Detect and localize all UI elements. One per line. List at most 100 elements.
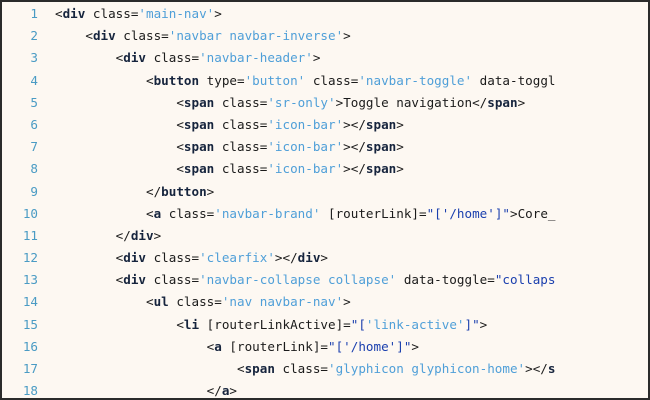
code-indent	[55, 184, 146, 199]
code-line[interactable]: <div class='main-nav'>	[55, 3, 648, 25]
code-token-attr: data-toggle=	[396, 272, 495, 288]
line-number: 16	[22, 338, 38, 354]
code-token-attr: class=	[161, 205, 215, 221]
code-content-area[interactable]: <div class='main-nav'> <div class='navba…	[46, 3, 648, 399]
code-token-attr: class=	[146, 250, 200, 266]
code-token-punct: >	[320, 250, 329, 266]
code-token-punct: <	[115, 250, 124, 266]
line-number: 8	[30, 161, 38, 177]
line-number: 17	[22, 361, 38, 376]
code-token-punct: ></	[343, 161, 366, 177]
code-line[interactable]: </a>	[55, 380, 648, 399]
line-number: 9	[30, 183, 38, 199]
code-indent	[55, 28, 85, 43]
code-token-str1: 'main-nav'	[138, 6, 215, 21]
code-line[interactable]: <div class='navbar-collapse collapse' da…	[55, 269, 648, 291]
code-indent	[55, 317, 176, 332]
code-token-str1: 'navbar-collapse collapse'	[199, 272, 397, 288]
line-number: 12	[22, 250, 38, 266]
code-line[interactable]: </button>	[55, 181, 648, 203]
code-indent	[55, 339, 207, 354]
line-number: 2	[30, 28, 38, 44]
code-token-str1: 'glyphicon glyphicon-home'	[328, 361, 526, 376]
code-line[interactable]: </div>	[55, 225, 648, 247]
code-line[interactable]: <a class='navbar-brand' [routerLink]="['…	[55, 203, 648, 225]
code-token-attr: class=	[274, 361, 329, 376]
code-token-str2: "collaps	[494, 272, 556, 288]
code-token-punct: <	[146, 205, 154, 221]
code-indent	[55, 95, 176, 110]
code-token-punct: >	[153, 227, 162, 243]
code-token-punct: </	[146, 183, 162, 199]
code-line[interactable]: <ul class='nav navbar-nav'>	[55, 291, 648, 313]
code-indent	[55, 73, 146, 88]
code-token-tag: span	[365, 116, 397, 132]
code-token-punct: <	[176, 316, 184, 332]
code-line[interactable]: <span class='icon-bar'></span>	[55, 136, 648, 158]
code-indent	[55, 139, 176, 154]
code-token-tag: li	[183, 316, 200, 332]
code-token-punct: <	[146, 72, 154, 88]
code-token-tag: span	[244, 361, 275, 376]
code-line[interactable]: <div class='navbar navbar-inverse'>	[55, 25, 648, 47]
code-indent	[55, 50, 116, 65]
code-token-text: Toggle navigation	[343, 94, 473, 110]
code-token-punct: </	[472, 94, 488, 110]
code-token-punct: <	[176, 139, 184, 155]
code-indent	[55, 383, 207, 398]
code-line[interactable]: <span class='sr-only'>Toggle navigation<…	[55, 92, 648, 114]
code-indent	[55, 250, 116, 265]
code-token-tag: button	[153, 72, 200, 88]
code-token-punct: >	[517, 94, 526, 110]
code-token-tag: ul	[153, 294, 169, 310]
code-indent	[55, 294, 146, 309]
line-number: 18	[22, 383, 38, 399]
line-number: 14	[22, 294, 38, 310]
code-line[interactable]: <a [routerLink]="['/home']">	[55, 336, 648, 358]
code-line[interactable]: <div class='navbar-header'>	[55, 47, 648, 69]
code-line[interactable]: <span class='icon-bar'></span>	[55, 114, 648, 136]
code-token-punct: >	[335, 94, 344, 110]
code-token-tag: span	[183, 94, 215, 110]
code-line[interactable]: <span class='glyphicon glyphicon-home'><…	[55, 358, 648, 380]
code-token-tag: div	[123, 250, 147, 266]
code-token-str1: 'sr-only'	[267, 94, 336, 110]
code-token-punct: >	[206, 183, 215, 199]
code-token-punct: >	[343, 294, 351, 310]
code-token-attr: [routerLink]=	[320, 205, 427, 221]
code-token-str1: 'navbar-header'	[199, 50, 313, 66]
code-token-attr: class=	[115, 28, 169, 44]
line-number: 10	[22, 205, 38, 221]
line-number: 15	[22, 316, 38, 332]
code-line[interactable]: <div class='clearfix'></div>	[55, 247, 648, 269]
code-line[interactable]: <button type='button' class='navbar-togg…	[55, 70, 648, 92]
line-number: 11	[22, 227, 38, 243]
code-token-str1: 'button'	[244, 72, 306, 88]
code-line[interactable]: <li [routerLinkActive]="['link-active']"…	[55, 314, 648, 336]
code-indent	[55, 206, 146, 221]
code-line[interactable]: <span class='icon-bar'></span>	[55, 158, 648, 180]
code-token-punct: >	[479, 316, 488, 332]
code-token-punct: <	[115, 272, 124, 288]
code-token-tag: div	[62, 6, 86, 21]
code-token-str1: 'navbar navbar-inverse'	[168, 28, 344, 44]
code-token-str1: 'icon-bar'	[267, 116, 344, 132]
code-token-punct: >	[509, 205, 518, 221]
code-token-punct: ></	[274, 250, 298, 266]
code-token-punct: <	[146, 294, 154, 310]
code-token-tag: a	[221, 383, 230, 399]
line-number: 13	[22, 272, 38, 288]
code-token-tag: div	[130, 227, 154, 243]
code-token-tag: span	[183, 139, 215, 155]
code-token-punct: >	[396, 116, 404, 132]
code-token-punct: >	[411, 338, 419, 354]
code-token-str1: 'clearfix'	[199, 250, 275, 266]
line-number: 5	[30, 94, 38, 110]
code-indent	[55, 272, 116, 287]
code-token-attr: class=	[85, 6, 139, 21]
code-token-attr: class=	[146, 50, 200, 66]
code-token-punct: ></	[343, 116, 366, 132]
